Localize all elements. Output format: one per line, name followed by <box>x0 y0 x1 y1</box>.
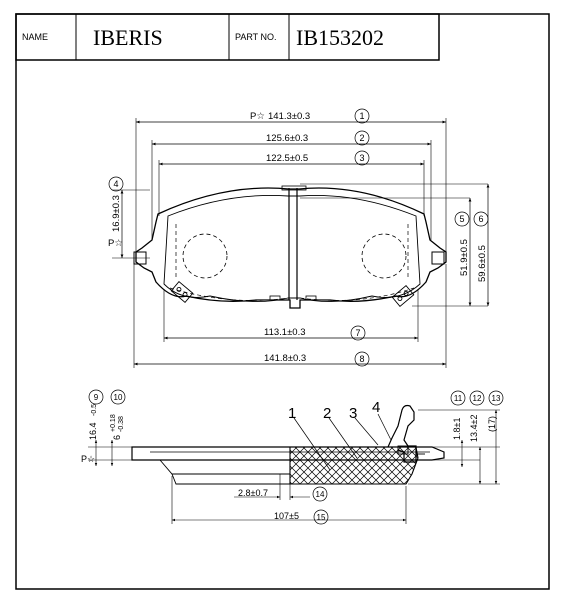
dim-9-value: 16.4 <box>88 422 98 440</box>
dim-15-value: 107±5 <box>274 511 299 521</box>
dim-8-value: 141.8±0.3 <box>264 353 306 364</box>
side-clip <box>387 404 417 463</box>
dim-4-prefix: P☆ <box>108 238 123 249</box>
drawing-frame <box>15 13 550 590</box>
side-view-balloons <box>88 389 504 525</box>
dim-13-value: (17) <box>487 416 497 432</box>
callout-4: 4 <box>372 399 380 416</box>
dim-1-prefix: P☆ <box>250 111 265 122</box>
part-number: IB153202 <box>296 25 384 50</box>
side-view-dimension-labels: P☆ 16.4 -0.5 6 +0.18 -0.38 1.8±1 13.4±2 … <box>81 404 497 521</box>
title-block: NAME IBERIS PART NO. IB153202 <box>15 13 440 61</box>
top-view-extension-lines <box>112 118 488 368</box>
balloon-6: 6 <box>478 214 483 224</box>
balloon-13: 13 <box>492 394 501 403</box>
dim-10-tol-upper: +0.18 <box>110 414 117 432</box>
dim-7-value: 113.1±0.3 <box>264 327 306 338</box>
dim-5-value: 51.9±0.5 <box>459 239 470 276</box>
callout-1: 1 <box>288 405 296 422</box>
top-view-dimension-labels: P☆ 141.3±0.3 125.6±0.3 122.5±0.5 113.1±0… <box>108 111 488 364</box>
dim-12-value: 13.4±2 <box>469 415 479 442</box>
top-view-balloons <box>108 108 489 367</box>
backing-plate-outline <box>135 187 447 309</box>
part-no-label: PART NO. <box>235 32 277 42</box>
dim-1-value: 141.3±0.3 <box>268 111 310 122</box>
balloon-4: 4 <box>113 179 118 189</box>
piston-circle-left <box>182 233 228 279</box>
balloon-11: 11 <box>454 394 463 403</box>
balloon-1: 1 <box>359 111 364 121</box>
dim-9-prefix: P☆ <box>81 454 95 464</box>
balloon-12: 12 <box>473 394 482 403</box>
side-view-callouts: 1 2 3 4 <box>288 399 380 422</box>
dim-6-value: 59.6±0.5 <box>477 245 488 282</box>
balloon-7: 7 <box>355 328 360 338</box>
dim-4-value: 16.9±0.3 <box>111 195 122 232</box>
side-view-dimension-lines <box>88 409 500 524</box>
side-view-balloon-numbers: 9 10 11 12 13 14 15 <box>94 393 501 522</box>
top-view-balloon-numbers: 1 2 3 4 5 6 7 8 <box>113 111 483 364</box>
balloon-14: 14 <box>316 490 325 499</box>
balloon-9: 9 <box>94 393 99 402</box>
dim-3-value: 122.5±0.5 <box>266 153 308 164</box>
pad-top-view <box>133 185 447 309</box>
dim-14-value: 2.8±0.7 <box>238 488 268 498</box>
top-view-dimensions <box>120 120 490 366</box>
dim-10-tol-lower: -0.38 <box>118 416 125 432</box>
side-friction-material <box>289 446 419 485</box>
balloon-10: 10 <box>114 393 123 402</box>
balloon-5: 5 <box>459 214 464 224</box>
brand-name: IBERIS <box>93 25 163 50</box>
balloon-3: 3 <box>359 153 364 163</box>
callout-3: 3 <box>349 405 357 422</box>
balloon-8: 8 <box>359 354 364 364</box>
callout-2: 2 <box>323 405 331 422</box>
dim-2-value: 125.6±0.3 <box>266 133 308 144</box>
piston-circle-right <box>361 233 407 279</box>
name-label: NAME <box>22 32 48 42</box>
balloon-15: 15 <box>317 513 326 522</box>
dim-10-value: 6 <box>112 435 122 440</box>
balloon-2: 2 <box>359 133 364 143</box>
side-view-leaders <box>293 413 392 471</box>
dim-9-tol: -0.5 <box>91 404 98 416</box>
friction-material-outline <box>163 194 421 303</box>
dim-11-value: 1.8±1 <box>452 418 462 440</box>
